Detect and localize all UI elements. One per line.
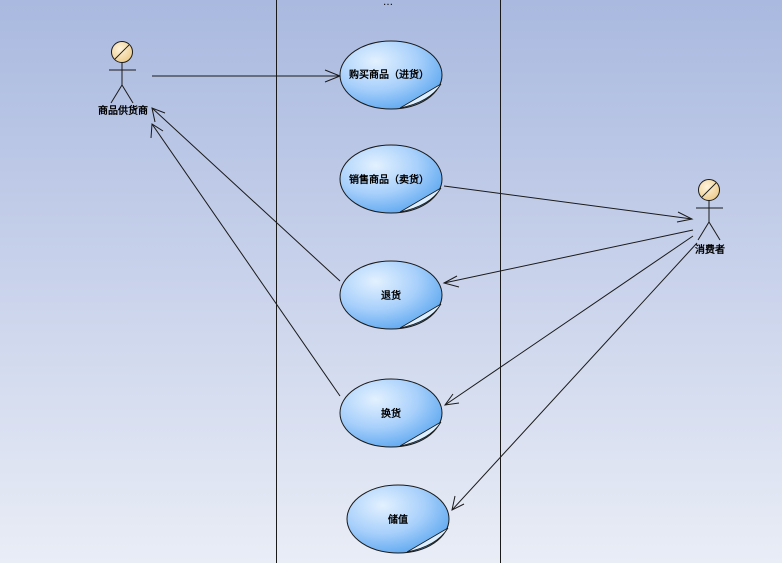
assoc-return-supplier <box>151 107 341 282</box>
arrowhead-deposit <box>451 495 465 511</box>
assoc-sell-consumer <box>443 185 693 220</box>
stick-figure-icon <box>109 41 136 104</box>
arrowhead-supplier-2 <box>150 123 164 139</box>
arrowhead-return <box>442 275 460 288</box>
note-fold-icon <box>399 303 442 329</box>
use-case-buy-label: 购买商品（进货） <box>349 68 429 81</box>
use-case-deposit[interactable]: 储值 <box>346 484 450 554</box>
use-case-deposit-label: 储值 <box>387 513 408 526</box>
note-fold-icon <box>406 527 449 553</box>
note-fold-icon <box>399 83 442 109</box>
use-case-sell[interactable]: 销售商品（卖货） <box>339 144 443 214</box>
use-case-return-label: 退货 <box>381 289 401 302</box>
arrowhead-supplier-1 <box>151 107 166 123</box>
use-case-buy[interactable]: 购买商品（进货） <box>339 40 443 110</box>
assoc-consumer-exchange <box>444 235 694 406</box>
use-case-exchange[interactable]: 换货 <box>339 378 443 448</box>
actor-supplier[interactable]: 商品供货商 <box>98 41 148 118</box>
actor-consumer[interactable]: 消费者 <box>695 179 725 257</box>
use-case-return[interactable]: 退货 <box>339 260 443 330</box>
actor-consumer-label: 消费者 <box>695 243 725 256</box>
use-case-exchange-label: 换货 <box>381 407 401 420</box>
note-fold-icon <box>399 187 442 213</box>
stick-figure-icon <box>696 179 723 241</box>
assoc-consumer-return <box>443 229 694 284</box>
note-fold-icon <box>399 421 442 447</box>
actor-supplier-label: 商品供货商 <box>98 104 148 117</box>
assoc-exchange-supplier <box>151 123 341 397</box>
system-boundary-label: … <box>383 0 393 8</box>
arrowhead-exchange <box>443 393 460 406</box>
use-case-sell-label: 销售商品（卖货） <box>349 173 429 186</box>
arrowhead-consumer <box>676 211 694 223</box>
assoc-consumer-deposit <box>451 242 698 511</box>
